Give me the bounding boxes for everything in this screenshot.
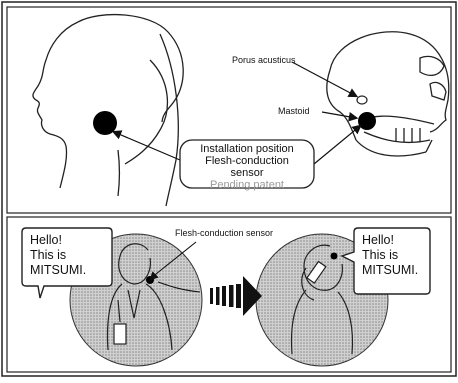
installation-text: Installation position Flesh-conduction s… <box>180 143 314 191</box>
left-bubble-line-1: Hello! <box>30 233 86 248</box>
flesh-conduction-sensor-label: Flesh-conduction sensor <box>175 228 273 238</box>
left-bubble-line-3: MITSUMI. <box>30 263 86 278</box>
install-line-3: sensor <box>180 167 314 179</box>
right-bubble-line-3: MITSUMI. <box>362 263 418 278</box>
pending-patent-text: Pending patent <box>180 179 314 191</box>
install-line-1: Installation position <box>180 143 314 155</box>
sensor-dot-right <box>331 253 338 260</box>
mastoid-label: Mastoid <box>278 106 310 116</box>
sensor-dot-skull <box>358 112 376 130</box>
porus-acusticus-label: Porus acusticus <box>232 55 296 65</box>
install-line-2: Flesh-conduction <box>180 155 314 167</box>
right-bubble-text: Hello! This is MITSUMI. <box>362 233 418 278</box>
right-bubble-line-1: Hello! <box>362 233 418 248</box>
left-bubble-line-2: This is <box>30 248 86 263</box>
right-bubble-line-2: This is <box>362 248 418 263</box>
sensor-dot-head <box>93 111 117 135</box>
left-bubble-text: Hello! This is MITSUMI. <box>30 233 86 278</box>
